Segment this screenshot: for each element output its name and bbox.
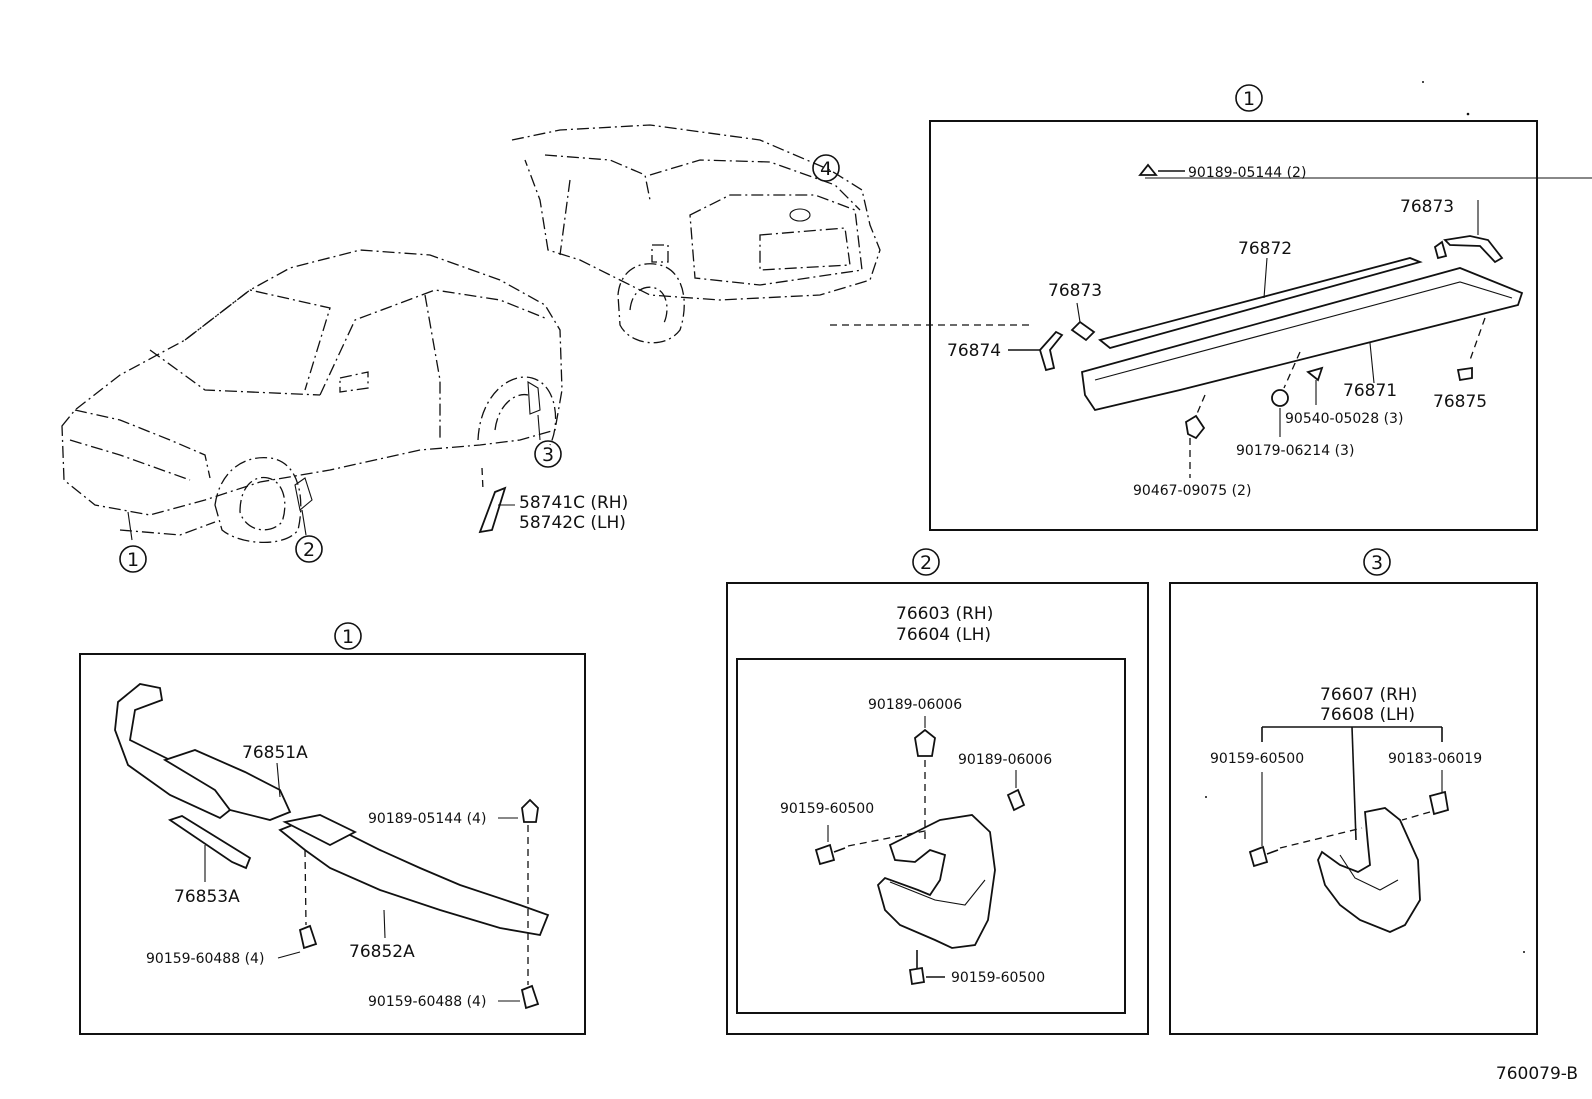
part-label-76604: 76604 (LH)	[896, 625, 991, 645]
part-label-90189-05144-rear: 90189-05144 (2)	[1188, 165, 1306, 181]
part-label-58742c: 58742C (LH)	[519, 513, 626, 533]
svg-text:1: 1	[342, 626, 354, 648]
diagram-code: 760079-B	[1496, 1064, 1578, 1084]
callout-3-overview: 3	[534, 440, 562, 468]
part-label-90467-09075: 90467-09075 (2)	[1133, 483, 1251, 499]
part-label-76852a: 76852A	[349, 942, 415, 962]
part-label-76603: 76603 (RH)	[896, 604, 993, 624]
front-mudguard-panel: 2 76603 (RH) 76604 (LH) 90189-06006 9018…	[726, 548, 1149, 1035]
part-label-90159-60488-right: 90159-60488 (4)	[368, 994, 486, 1010]
svg-text:1: 1	[1243, 88, 1255, 110]
svg-text:1: 1	[127, 549, 139, 571]
part-label-76851a: 76851A	[242, 743, 308, 763]
callout-1-overview: 1	[119, 545, 147, 573]
part-label-76607: 76607 (RH)	[1320, 685, 1417, 705]
part-label-76873-right: 76873	[1400, 197, 1454, 217]
part-label-90540-05028: 90540-05028 (3)	[1285, 411, 1403, 427]
part-label-76608: 76608 (LH)	[1320, 705, 1415, 725]
svg-text:3: 3	[542, 444, 554, 466]
part-label-90189-06006-top: 90189-06006	[868, 697, 962, 713]
svg-text:3: 3	[1371, 552, 1383, 574]
front-spoiler-panel: 1 76851A 76853A 76852A 90189-05144 (4) 9…	[79, 622, 586, 1035]
part-label-90159-60500-rear: 90159-60500	[1210, 751, 1304, 767]
part-label-76873-left: 76873	[1048, 281, 1102, 301]
svg-text:4: 4	[820, 158, 832, 180]
car-front-view	[61, 249, 563, 544]
part-label-76871: 76871	[1343, 381, 1397, 401]
part-label-90159-60500-left: 90159-60500	[780, 801, 874, 817]
part-label-90189-06006-right: 90189-06006	[958, 752, 1052, 768]
part-label-76872: 76872	[1238, 239, 1292, 259]
part-label-90159-60500-bottom: 90159-60500	[951, 970, 1045, 986]
svg-text:2: 2	[920, 552, 932, 574]
part-label-90183-06019: 90183-06019	[1388, 751, 1482, 767]
part-label-90159-60488-left: 90159-60488 (4)	[146, 951, 264, 967]
car-rear-view	[511, 124, 881, 344]
part-label-90179-06214: 90179-06214 (3)	[1236, 443, 1354, 459]
part-label-76875: 76875	[1433, 392, 1487, 412]
part-label-76874: 76874	[947, 341, 1001, 361]
svg-text:2: 2	[303, 539, 315, 561]
rear-spoiler-panel: 1 90189-05144 (2) 76872 76871 76873 7687…	[929, 84, 1592, 531]
callout-2-overview: 2	[295, 535, 323, 563]
part-label-58741c: 58741C (RH)	[519, 493, 628, 513]
rear-mudguard-panel: 3 76607 (RH) 76608 (LH) 90159-60500 9018…	[1169, 548, 1538, 1035]
part-label-90189-05144-front: 90189-05144 (4)	[368, 811, 486, 827]
callout-4-overview: 4	[812, 154, 840, 182]
part-label-76853a: 76853A	[174, 887, 240, 907]
